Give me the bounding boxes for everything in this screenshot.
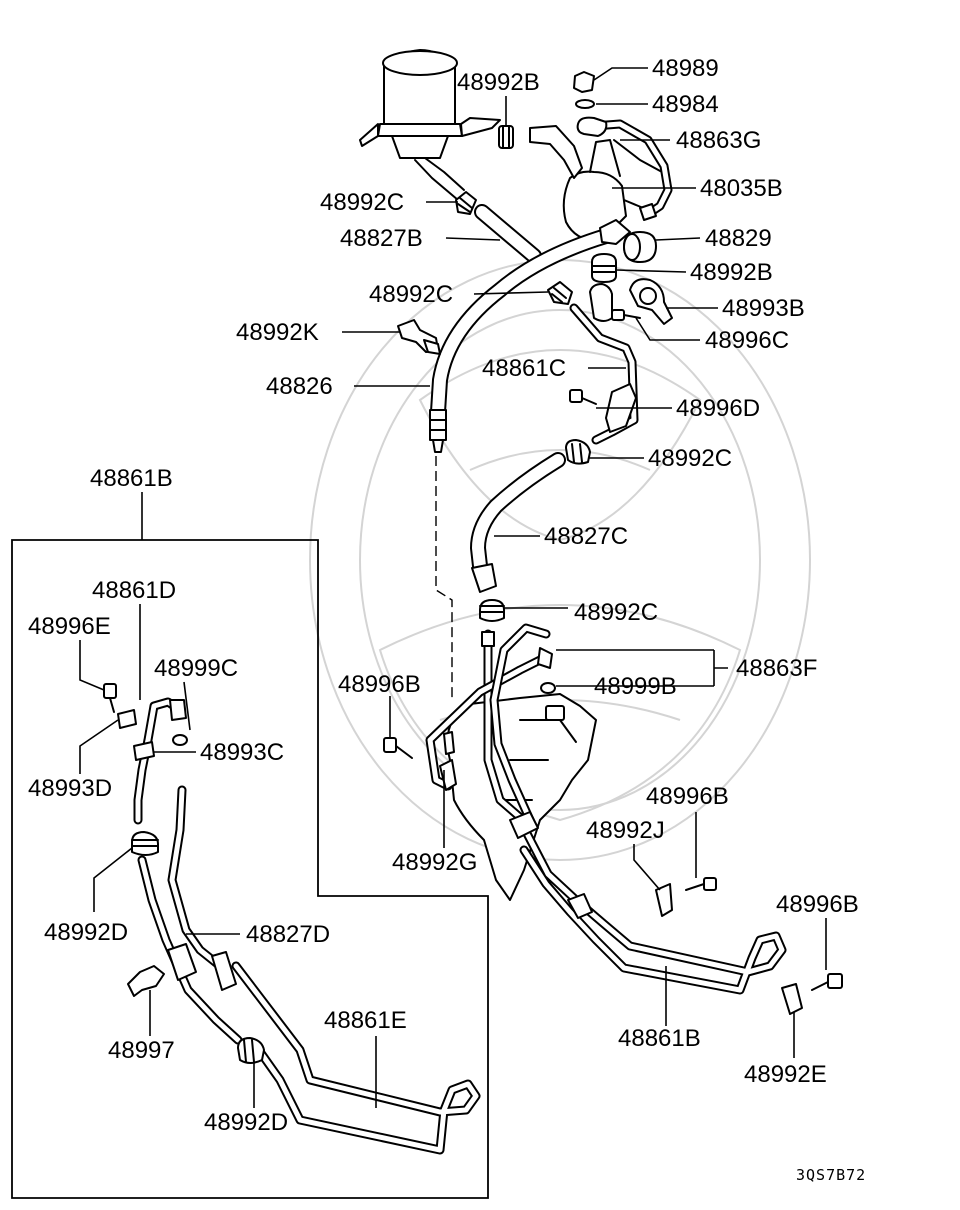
hose-48827d (137, 785, 243, 1045)
pipe-48861b (509, 811, 787, 995)
part-labels: 48989 48992B 48984 48863G 48035B 48992C … (28, 55, 866, 1184)
label-48996b-c: 48996B (776, 891, 859, 918)
label-48996e: 48996E (28, 613, 111, 640)
label-48996b-b: 48996B (646, 783, 729, 810)
label-48992e: 48992E (744, 1061, 827, 1088)
leader-lines (79, 67, 827, 1108)
washer-48984 (575, 99, 595, 109)
label-48861e: 48861E (324, 1007, 407, 1034)
clamp-48992c-c (565, 439, 591, 465)
label-48993c: 48993C (200, 739, 284, 766)
label-48826: 48826 (266, 373, 333, 400)
clamp-48992d-b (237, 1037, 265, 1064)
fitting-48997 (127, 965, 165, 997)
hose-48827c (470, 452, 566, 593)
label-48861d: 48861D (92, 577, 176, 604)
label-48989: 48989 (652, 55, 719, 82)
bracket-48992g (439, 731, 457, 791)
pressure-hose-48826 (429, 219, 631, 453)
label-48997: 48997 (108, 1037, 175, 1064)
label-48996b-a: 48996B (338, 671, 421, 698)
oring-48999b (540, 682, 556, 694)
label-48992k: 48992K (236, 319, 319, 346)
label-48863g: 48863G (676, 127, 761, 154)
clamp-48992c-d (479, 599, 505, 622)
diagram-reference-code: 3QS7B72 (796, 1166, 866, 1184)
bracket-48992j (655, 883, 673, 917)
pipe-48861e (231, 961, 481, 1155)
joint-48992k (397, 319, 441, 355)
clamp-48993b (629, 278, 673, 325)
grommet-48829 (623, 231, 657, 263)
bolt-48996c (611, 309, 641, 321)
clamp-48992c-a (455, 191, 477, 215)
label-48035b: 48035B (700, 175, 783, 202)
bolt-48996b-a (383, 737, 413, 759)
label-48999c: 48999C (154, 655, 238, 682)
bolt-48996b-c (811, 973, 843, 991)
clamp-48993c (133, 741, 155, 761)
label-48992c-a: 48992C (320, 189, 404, 216)
label-48863f: 48863F (736, 655, 817, 682)
label-48992b-mid: 48992B (690, 259, 773, 286)
bracket-48992e (781, 983, 803, 1015)
label-48827b: 48827B (340, 225, 423, 252)
label-48984: 48984 (652, 91, 719, 118)
label-48829: 48829 (705, 225, 772, 252)
pipe-48861d (133, 697, 187, 825)
label-48992c-c: 48992C (648, 445, 732, 472)
return-hose-48827b (474, 204, 542, 264)
label-48993b: 48993B (722, 295, 805, 322)
label-48861c: 48861C (482, 355, 566, 382)
alignment-line (435, 456, 453, 700)
hose-stub (589, 283, 613, 322)
suction-hose-piece (529, 125, 583, 179)
bolt-48996d (569, 389, 597, 405)
label-48993d: 48993D (28, 775, 112, 802)
clamp-48992b-mid (591, 253, 617, 283)
label-48999b: 48999B (594, 673, 677, 700)
bolt-48996b-b (685, 877, 717, 891)
label-48996d: 48996D (676, 395, 760, 422)
label-48992b-top: 48992B (457, 69, 540, 96)
oring-48999c (172, 734, 188, 746)
clamp-48992b-top (498, 125, 514, 149)
suction-pipe-48863g (576, 116, 673, 221)
label-48992d-b: 48992D (204, 1109, 288, 1136)
pipe-48861c (569, 303, 639, 445)
clamp-48993d (117, 709, 137, 729)
label-48996c: 48996C (705, 327, 789, 354)
clamp-48992d-a (131, 831, 159, 856)
clamp-48992c-b (547, 281, 573, 305)
bolt-48996e (103, 683, 117, 713)
label-48992g: 48992G (392, 849, 477, 876)
pipe-assembly-48863f (425, 623, 553, 831)
label-48992j: 48992J (586, 817, 665, 844)
label-48992d-a: 48992D (44, 919, 128, 946)
cap-48989 (573, 71, 595, 93)
label-48992c-d: 48992C (574, 599, 658, 626)
label-48861b-bottom: 48861B (618, 1025, 701, 1052)
label-48992c-b: 48992C (369, 281, 453, 308)
label-48861b-top: 48861B (90, 465, 173, 492)
label-48827d: 48827D (246, 921, 330, 948)
subassembly-frame (11, 539, 489, 1199)
reservoir-tank (359, 49, 501, 201)
label-48827c: 48827C (544, 523, 628, 550)
